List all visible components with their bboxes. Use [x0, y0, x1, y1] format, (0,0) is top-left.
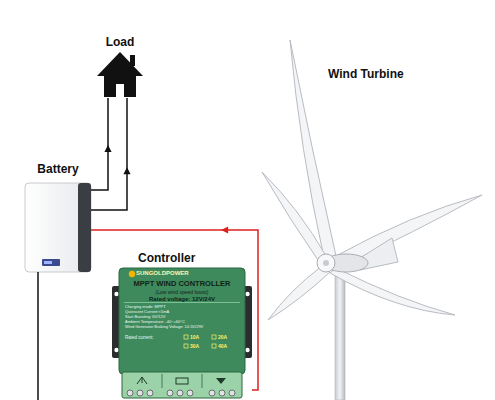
node-label: Wind Turbine — [328, 68, 404, 82]
house-icon — [97, 52, 143, 97]
wire-line — [91, 98, 127, 210]
product-subtitle: (Low wind speed boost) — [120, 290, 244, 296]
spec-line: Ambient Temperature: -40~+60°C — [125, 320, 185, 325]
current-option: 30A — [190, 344, 199, 350]
wire-line — [91, 230, 258, 390]
wire-connector — [91, 98, 112, 190]
current-option: 20A — [218, 335, 227, 341]
rated-current-label: Rated current: — [125, 335, 154, 340]
spec-line: Quiescent Current:<5mA — [125, 310, 169, 315]
wind-turbine-node: Wind Turbine — [250, 30, 490, 400]
battery-node: Battery — [25, 163, 91, 273]
battery-icon — [25, 183, 91, 272]
spec-line: Wind Generator Braking Voltage: 14.5V/29… — [125, 325, 203, 330]
spec-line: Charging mode: MPPT — [125, 305, 166, 310]
arrow-head — [104, 145, 111, 152]
wire-connector — [91, 98, 131, 210]
wire-line — [91, 98, 108, 190]
rated-voltage: Rated voltage: 12V/24V — [120, 296, 244, 303]
arrow-head — [221, 226, 228, 233]
load-node: Load — [94, 36, 146, 98]
node-label: Controller — [138, 252, 195, 266]
ground-wire — [37, 272, 39, 400]
wind-turbine-illustration — [262, 40, 482, 400]
brand-logo: SUNGOLDPOWER — [136, 270, 189, 277]
spec-line: Start Boosting: 6V/12V — [125, 315, 165, 320]
arrow-head — [123, 167, 130, 174]
node-label: Load — [94, 36, 146, 50]
product-name: MPPT WIND CONTROLLER — [120, 280, 244, 289]
controller-node: ControllerSUNGOLDPOWER MPPT WIND CONTROLL… — [112, 250, 252, 398]
wire-connector — [91, 226, 258, 390]
controller-device — [112, 268, 252, 398]
node-label: Battery — [25, 163, 91, 177]
current-option: 40A — [218, 344, 227, 350]
current-option: 10A — [190, 335, 199, 341]
